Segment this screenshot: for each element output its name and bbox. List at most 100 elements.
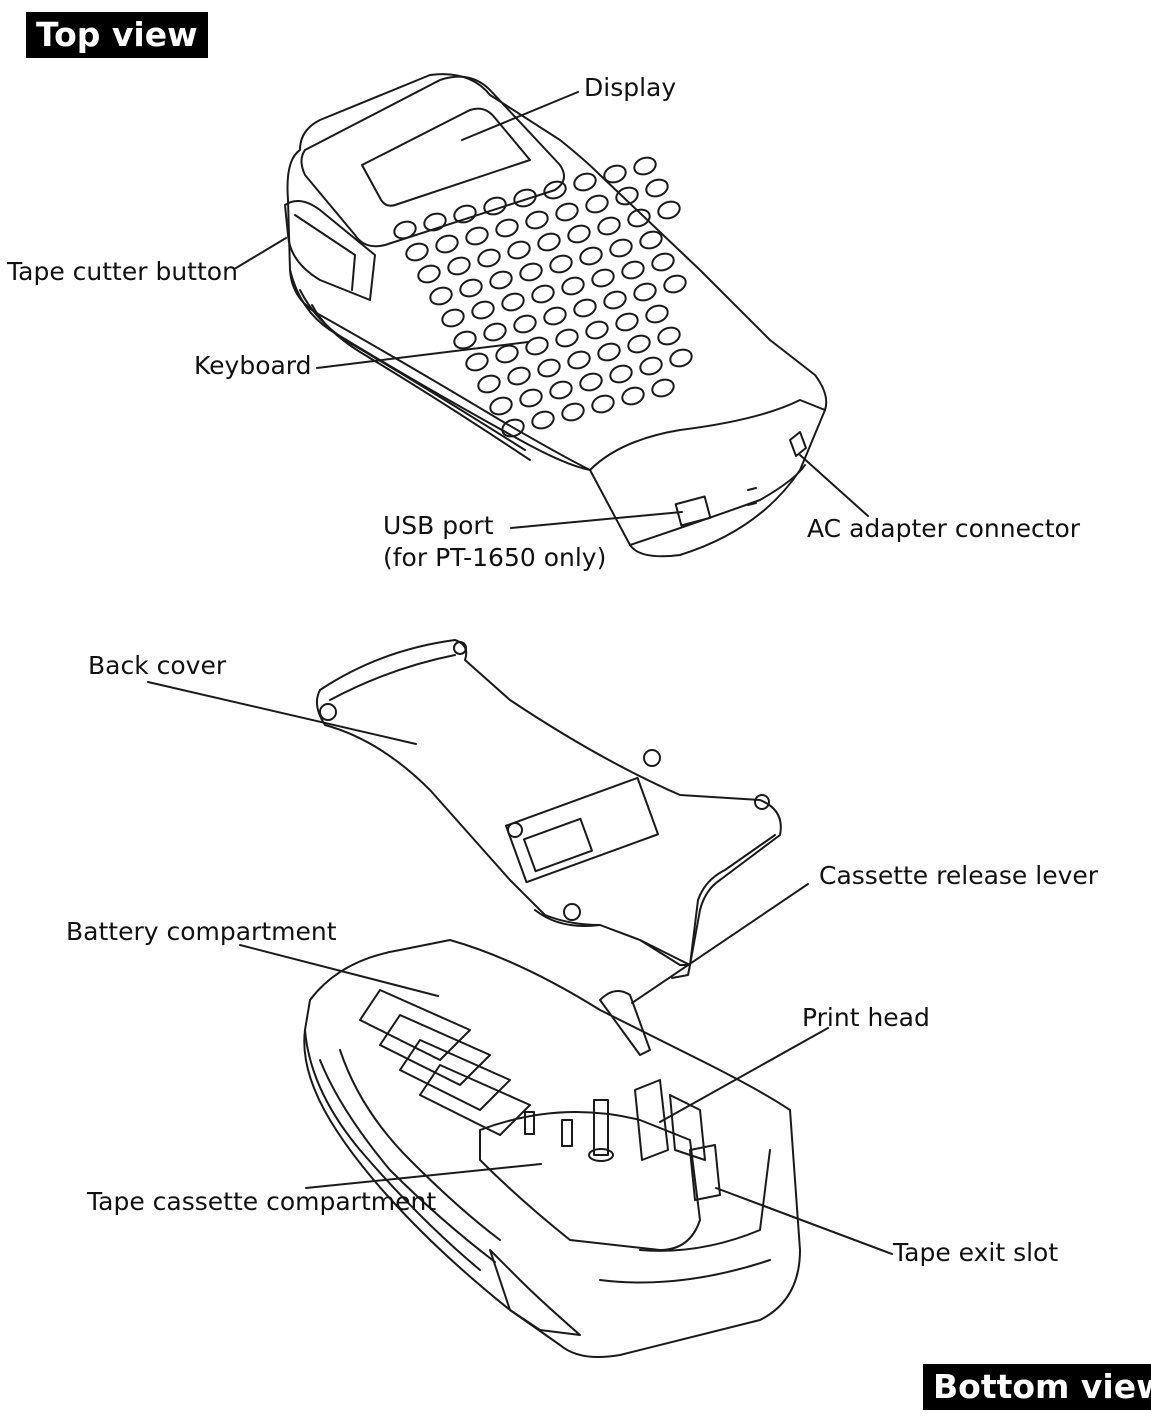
keyboard-key bbox=[656, 325, 682, 348]
keyboard-key bbox=[620, 385, 646, 408]
keyboard-key bbox=[548, 379, 574, 402]
label-print-head: Print head bbox=[802, 1003, 930, 1032]
keyboard-key bbox=[488, 395, 514, 418]
cover-hole bbox=[644, 750, 660, 766]
keyboard-key bbox=[506, 239, 532, 262]
keyboard-key bbox=[608, 237, 634, 260]
cover-screw bbox=[564, 904, 580, 920]
cover-screw bbox=[454, 642, 466, 654]
keyboard-key bbox=[560, 401, 586, 424]
keyboard-key bbox=[638, 229, 664, 252]
keyboard-key bbox=[422, 211, 448, 234]
keyboard-key bbox=[530, 409, 556, 432]
keyboard-key bbox=[590, 267, 616, 290]
cassette-floor bbox=[480, 1112, 700, 1250]
keyboard-key bbox=[536, 231, 562, 254]
keyboard-key bbox=[584, 193, 610, 216]
keyboard-key bbox=[452, 203, 478, 226]
guide-post bbox=[562, 1120, 572, 1146]
leader-usb-port bbox=[511, 512, 682, 528]
leader-ac-adapter bbox=[800, 455, 868, 516]
label-usb-port: USB port bbox=[383, 511, 494, 540]
keyboard-key bbox=[476, 247, 502, 270]
keyboard-key bbox=[620, 259, 646, 282]
print-head bbox=[635, 1080, 668, 1160]
keyboard-key bbox=[476, 373, 502, 396]
printer-front-bumper bbox=[590, 400, 825, 545]
keyboard-key bbox=[584, 319, 610, 342]
keyboard-key bbox=[644, 303, 670, 326]
keyboard-key bbox=[440, 307, 466, 330]
keyboard-key bbox=[668, 347, 694, 370]
printer-side-shell bbox=[312, 305, 530, 460]
keyboard-key bbox=[602, 163, 628, 186]
label-tape-cassette-compartment: Tape cassette compartment bbox=[87, 1187, 437, 1216]
keyboard-key bbox=[608, 363, 634, 386]
keyboard-key bbox=[632, 155, 658, 178]
label-display: Display bbox=[584, 73, 677, 102]
battery-cell bbox=[420, 1065, 530, 1135]
keyboard-key bbox=[578, 371, 604, 394]
keyboard-key bbox=[572, 297, 598, 320]
label-printer-top-view bbox=[285, 74, 826, 556]
keyboard-key bbox=[614, 311, 640, 334]
label-battery-compartment: Battery compartment bbox=[66, 917, 337, 946]
printer-side-shell bbox=[300, 290, 525, 450]
printer-body-outline bbox=[288, 74, 827, 556]
leader-back-cover bbox=[148, 682, 416, 744]
keyboard-key bbox=[494, 217, 520, 240]
label-ac-adapter-connector: AC adapter connector bbox=[807, 514, 1081, 543]
keyboard-key bbox=[614, 185, 640, 208]
keyboard-key bbox=[482, 195, 508, 218]
keyboard-key bbox=[554, 201, 580, 224]
keyboard-key bbox=[560, 275, 586, 298]
ac-adapter-connector bbox=[790, 432, 806, 456]
keyboard-key bbox=[524, 335, 550, 358]
cover-screw bbox=[320, 704, 336, 720]
back-cover-rim bbox=[330, 655, 775, 965]
keyboard-key bbox=[572, 171, 598, 194]
base-side-wall bbox=[305, 1030, 500, 1270]
cover-hole bbox=[508, 823, 522, 837]
callout-leaders bbox=[148, 92, 892, 1254]
bottom-view-title: Bottom view bbox=[923, 1364, 1151, 1410]
keyboard-key bbox=[500, 291, 526, 314]
release-lever-tab bbox=[640, 940, 690, 978]
keyboard-key bbox=[626, 333, 652, 356]
keyboard-key bbox=[512, 313, 538, 336]
keyboard-key bbox=[596, 341, 622, 364]
keyboard-key bbox=[458, 277, 484, 300]
battery-cell bbox=[380, 1015, 490, 1085]
keyboard-key bbox=[644, 177, 670, 200]
keyboard-key bbox=[488, 269, 514, 292]
keyboard-key bbox=[578, 245, 604, 268]
cover-screw bbox=[755, 795, 769, 809]
keyboard-key bbox=[512, 187, 538, 210]
keyboard-key bbox=[662, 273, 688, 296]
keyboard-key bbox=[392, 219, 418, 242]
guide-post bbox=[525, 1112, 534, 1134]
battery-door bbox=[506, 778, 658, 882]
tape-exit-slot bbox=[690, 1145, 720, 1200]
battery-door-latch bbox=[524, 819, 592, 871]
keyboard-key bbox=[506, 365, 532, 388]
cassette-wall bbox=[600, 1150, 770, 1283]
base-front-bumper bbox=[490, 1250, 580, 1335]
leader-print-head bbox=[660, 1028, 828, 1122]
printer-base-illustration bbox=[304, 940, 800, 1357]
keyboard-key bbox=[524, 209, 550, 232]
label-usb-port-note: (for PT-1650 only) bbox=[383, 543, 607, 572]
cassette-release-lever bbox=[600, 991, 650, 1055]
keyboard-key bbox=[452, 329, 478, 352]
back-cover-illustration bbox=[317, 640, 781, 978]
top-view-title: Top view bbox=[26, 12, 208, 58]
tape-spool-base bbox=[589, 1149, 613, 1161]
keyboard-key bbox=[446, 255, 472, 278]
leader-tape-cutter bbox=[236, 238, 286, 268]
usb-port bbox=[676, 496, 711, 525]
keyboard-key bbox=[596, 215, 622, 238]
leader-display bbox=[462, 92, 578, 140]
keyboard-key bbox=[518, 261, 544, 284]
